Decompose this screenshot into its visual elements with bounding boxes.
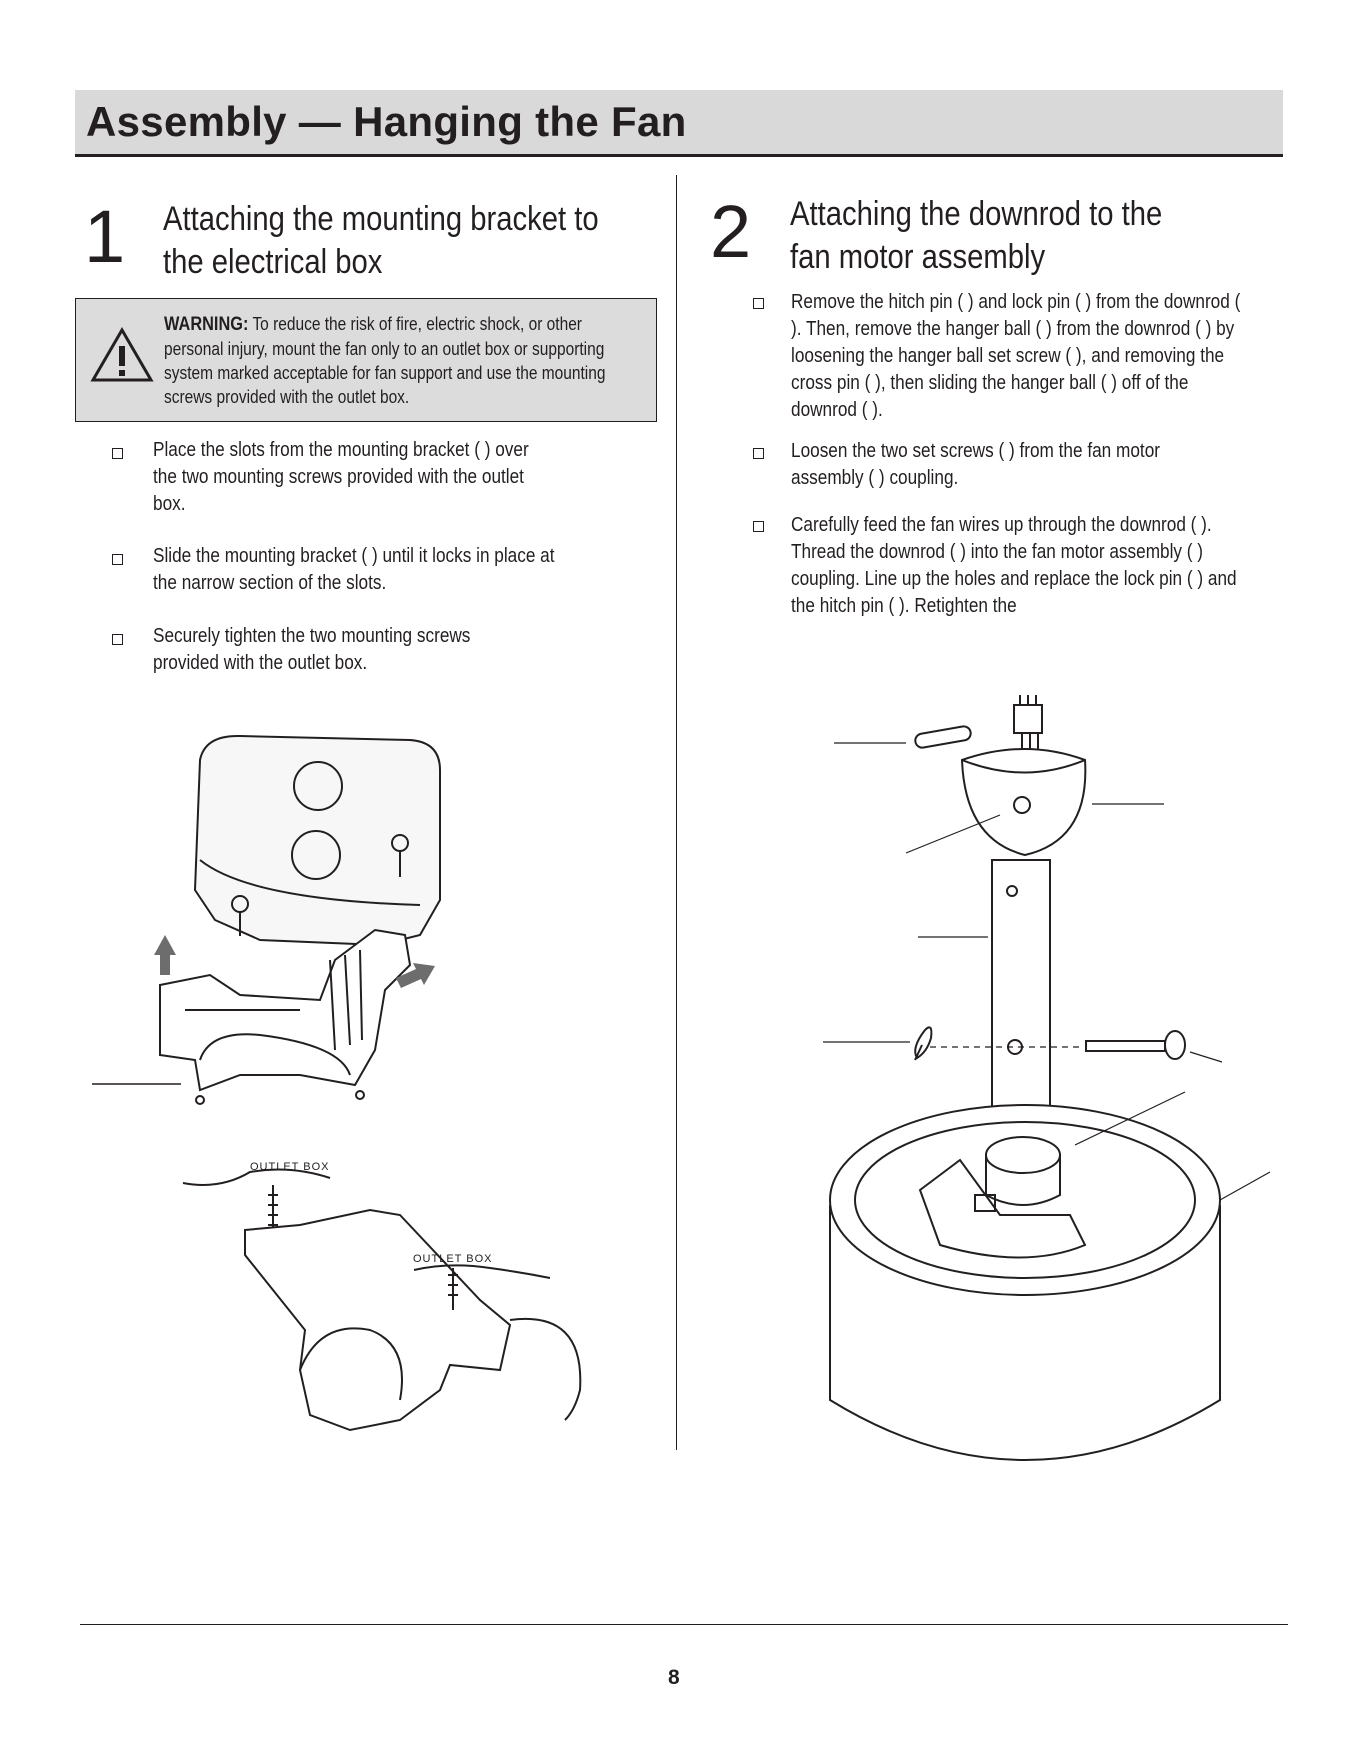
checkbox-icon bbox=[112, 634, 123, 645]
warning-triangle-icon bbox=[90, 327, 154, 382]
column-divider bbox=[676, 175, 677, 1450]
page-title: Assembly — Hanging the Fan bbox=[86, 98, 687, 145]
outlet-box-label-1: OUTLET BOX bbox=[250, 1161, 329, 1173]
checkbox-icon bbox=[753, 521, 764, 532]
step-1-bullet-3: Securely tighten the two mounting screws… bbox=[153, 625, 471, 674]
outlet-box-label-2: OUTLET BOX bbox=[413, 1253, 492, 1265]
checkbox-icon bbox=[753, 298, 764, 309]
step-2-title-line2: fan motor assembly bbox=[790, 238, 1046, 276]
step-1-title-line1: Attaching the mounting bracket to bbox=[163, 200, 599, 238]
warning-label: WARNING: bbox=[164, 314, 249, 335]
warning-box bbox=[75, 298, 657, 422]
downrod-illustration bbox=[823, 695, 1271, 1461]
step-2-bullet-3: Carefully feed the fan wires up through … bbox=[791, 514, 1237, 617]
checkbox-icon bbox=[112, 554, 123, 565]
mounting-bracket-illustration: OUTLET BOX OUTLET BOX bbox=[92, 734, 582, 1432]
step-1-number: 1 bbox=[84, 195, 126, 278]
footer-rule bbox=[80, 1624, 1288, 1625]
step-2-title-line1: Attaching the downrod to the bbox=[790, 195, 1163, 233]
checkbox-icon bbox=[112, 448, 123, 459]
checkbox-icon bbox=[753, 448, 764, 459]
page-number: 8 bbox=[668, 1666, 680, 1689]
step-1-bullet-2: Slide the mounting bracket ( ) until it … bbox=[153, 545, 555, 594]
header-band bbox=[75, 90, 1283, 157]
warning-text: WARNING: To reduce the risk of fire, ele… bbox=[164, 312, 646, 409]
step-2-bullet-1: Remove the hitch pin ( ) and lock pin ( … bbox=[791, 291, 1241, 421]
step-2-bullet-2: Loosen the two set screws ( ) from the f… bbox=[791, 440, 1160, 489]
warning-body: To reduce the risk of fire, electric sho… bbox=[164, 314, 606, 407]
step-1-title-line2: the electrical box bbox=[163, 243, 383, 281]
step-1-bullet-1: Place the slots from the mounting bracke… bbox=[153, 439, 529, 515]
step-2-number: 2 bbox=[710, 190, 752, 273]
